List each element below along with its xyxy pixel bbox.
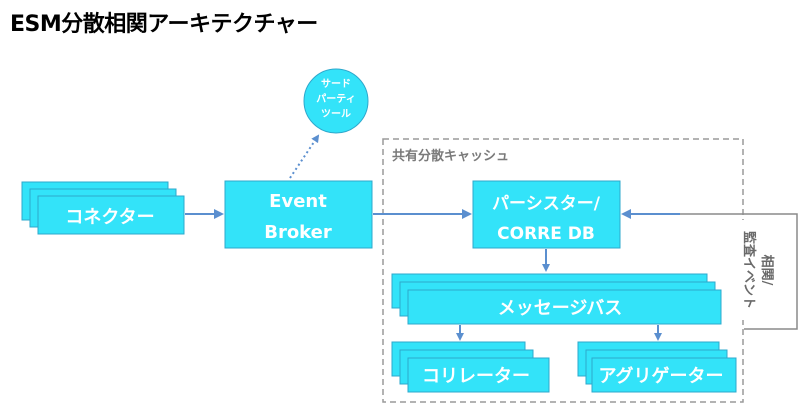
third-party-tools-node[interactable]: サード パーティ ツール [303, 68, 369, 134]
correlator-stack[interactable]: コリレーター [391, 341, 550, 393]
correlation-audit-label: 相関/ 監査イベント [737, 220, 779, 320]
third-party-label-1: サード [321, 78, 351, 90]
third-party-label-2: パーティ [316, 93, 355, 105]
side-label-line1: 相関/ [759, 255, 775, 286]
connector-label: コネクター [65, 207, 154, 228]
arrow-broker-to-third-party [289, 134, 320, 179]
event-broker-label-1: Event [269, 191, 327, 212]
third-party-label-3: ツール [321, 108, 351, 120]
page-title: ESM分散相関アーキテクチャー [10, 12, 318, 37]
message-bus-stack[interactable]: メッセージバス [391, 273, 722, 325]
persister-node[interactable]: パーシスター/ CORRE DB [472, 180, 621, 249]
shared-cache-label: 共有分散キャッシュ [392, 148, 509, 164]
message-bus-label: メッセージバス [498, 298, 623, 319]
correlator-label: コリレーター [422, 366, 530, 387]
persister-label-1: パーシスター/ [492, 194, 601, 214]
feedback-loop [621, 209, 798, 330]
connector-stack[interactable]: コネクター [21, 181, 185, 235]
persister-label-2: CORRE DB [497, 224, 595, 244]
event-broker-node[interactable]: Event Broker [224, 180, 373, 249]
side-label-line2: 監査イベント [741, 231, 757, 309]
aggregator-label: アグリゲーター [598, 365, 723, 387]
event-broker-label-2: Broker [264, 222, 332, 243]
aggregator-stack[interactable]: アグリゲーター [577, 341, 737, 393]
